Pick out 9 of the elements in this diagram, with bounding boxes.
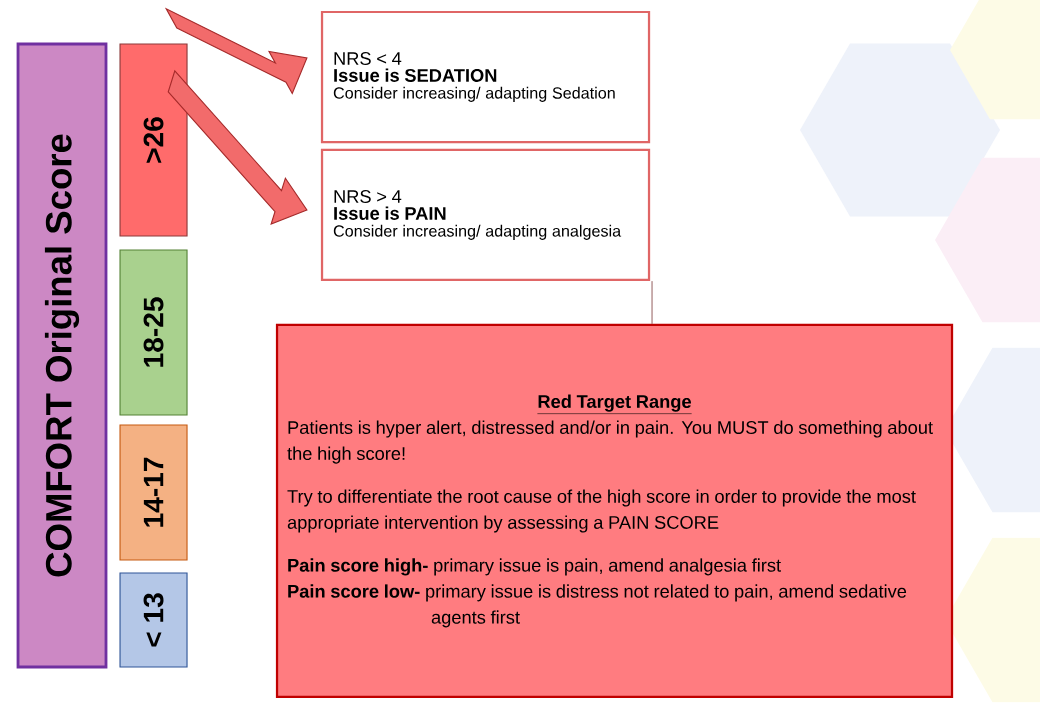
- score-bar: COMFORT Original Score: [16, 42, 108, 669]
- info-panel: Red Target Range Patients is hyper alert, distressed and/or in pain. You MUST do something about the high score! Try to differentiate the root cause of the high score in order to provide the most appropriate intervention by assessing a PAIN SCORE Pain score high- primary issue is pain, amend analgesia first Pain score low- primary issue is distress not related to pain, amend sedative agents first: [275, 323, 954, 699]
- connector-line: [651, 280, 653, 325]
- result-box: NRS < 4 Issue is SEDATION Consider increasing/ adapting Sedation: [320, 10, 651, 144]
- result-box: NRS > 4 Issue is PAIN Consider increasing/ adapting analgesia: [320, 148, 651, 282]
- score-range-box: < 13: [119, 572, 188, 668]
- score-range-box: 18-25: [119, 249, 188, 416]
- score-range-box: >26: [119, 43, 188, 237]
- score-range-box: 14-17: [119, 424, 188, 561]
